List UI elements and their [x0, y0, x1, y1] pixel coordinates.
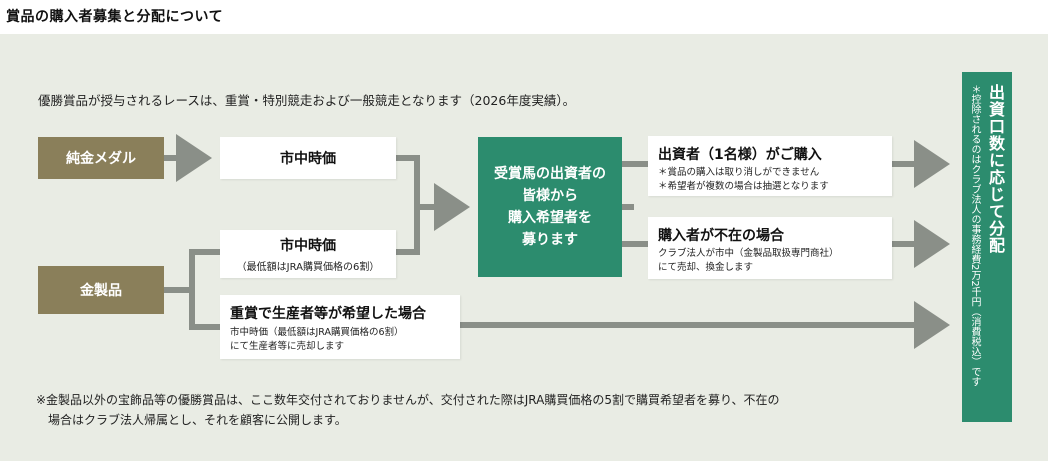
- producer-line-1: 市中時価（最低額はJRA購買価格の6割）: [230, 327, 404, 338]
- footnote: ※金製品以外の宝飾品等の優勝賞品は、ここ数年交付されておりませんが、交付された際…: [36, 390, 780, 430]
- no-buyer-title: 購入者が不在の場合: [658, 228, 784, 244]
- source-gold-product-label: 金製品: [80, 283, 122, 299]
- no-buyer-note-2: にて売却、換金します: [658, 262, 754, 273]
- buyer-note-2: ＊希望者が複数の場合は抽選となります: [658, 181, 829, 192]
- footnote-line-1: ※金製品以外の宝飾品等の優勝賞品は、ここ数年交付されておりませんが、交付された際…: [36, 393, 780, 407]
- no-buyer-note-1: クラブ法人が市中（金製品取扱専門商社）: [658, 248, 839, 259]
- buyer-recruitment-box: 受賞馬の出資者の 皆様から 購入希望者を 募ります: [478, 137, 622, 277]
- buyer-box: 出資者（1名様）がご購入 ＊賞品の購入は取り消しができません ＊希望者が複数の場…: [648, 136, 892, 196]
- market-price-box-1: 市中時価: [220, 137, 396, 179]
- buyer-title: 出資者（1名様）がご購入: [658, 147, 822, 163]
- result-sub: ＊控除されるのはクラブ法人の事務経費2万2千円（消費税込）です: [969, 84, 980, 387]
- center-line-3: 購入希望者を: [508, 210, 592, 226]
- connector-market1-merge: [396, 155, 420, 207]
- source-gold-medal-label: 純金メダル: [66, 151, 136, 167]
- producer-box: 重賞で生産者等が希望した場合 市中時価（最低額はJRA購買価格の6割） にて生産…: [220, 295, 460, 359]
- market-price-note-2: （最低額はJRA購買価格の6割）: [236, 262, 380, 273]
- market-price-box-2: 市中時価 （最低額はJRA購買価格の6割）: [220, 230, 396, 278]
- source-gold-product: 金製品: [38, 266, 164, 314]
- market-price-label-1: 市中時価: [280, 151, 336, 167]
- producer-title: 重賞で生産者等が希望した場合: [230, 306, 426, 322]
- connector-product-split: [164, 249, 222, 293]
- buyer-note-1: ＊賞品の購入は取り消しができません: [658, 167, 820, 178]
- center-line-2: 皆様から: [522, 188, 578, 204]
- page-title: 賞品の購入者募集と分配について: [6, 9, 224, 25]
- producer-line-2: にて生産者等に売却します: [230, 341, 345, 352]
- distribution-result-box: 出資口数に応じて分配 ＊控除されるのはクラブ法人の事務経費2万2千円（消費税込）…: [962, 72, 1012, 422]
- intro-text: 優勝賞品が授与されるレースは、重賞・特別競走および一般競走となります（2026年…: [38, 93, 576, 108]
- center-line-1: 受賞馬の出資者の: [494, 166, 606, 182]
- connector-product-to-producer: [189, 290, 222, 330]
- no-buyer-box: 購入者が不在の場合 クラブ法人が市中（金製品取扱専門商社） にて売却、換金します: [648, 217, 892, 279]
- footnote-line-2: 場合はクラブ法人帰属とし、それを顧客に公開します。: [48, 413, 347, 427]
- market-price-label-2: 市中時価: [280, 238, 336, 254]
- source-gold-medal: 純金メダル: [38, 137, 164, 179]
- connector-market2-merge: [396, 207, 420, 255]
- result-main: 出資口数に応じて分配: [986, 84, 1005, 254]
- center-line-4: 募ります: [522, 232, 578, 248]
